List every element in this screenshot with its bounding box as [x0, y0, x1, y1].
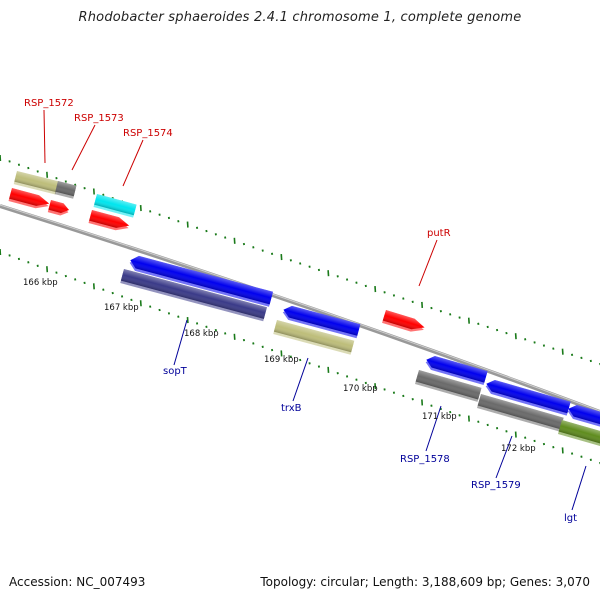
gene-label-rsp1572: RSP_1572 — [24, 98, 74, 109]
feature-red-arrow-1 — [8, 188, 50, 209]
kbp-label-170: 170 kbp — [343, 384, 378, 394]
leader-line-rsp1573 — [71, 124, 96, 171]
leader-line-sopt — [173, 319, 188, 366]
feature-red-arrow-2 — [47, 200, 70, 216]
feature-rsp1574-cyan — [93, 194, 137, 218]
feature-rsp1573-block — [54, 181, 77, 199]
feature-blue-arrow-5 — [567, 404, 600, 428]
gene-label-putr: putR — [427, 228, 451, 239]
gene-label-trxb: trxB — [281, 403, 302, 414]
chromosome-backbone — [0, 204, 600, 414]
leader-line-lgt — [571, 465, 587, 511]
kbp-label-166: 166 kbp — [23, 278, 58, 288]
leader-line-rsp1574 — [122, 139, 144, 187]
feature-blue-arrow-4 — [485, 379, 571, 416]
feature-sopt-block — [120, 269, 267, 322]
leader-line-rsp1572 — [43, 109, 46, 164]
leader-line-trxb — [292, 357, 309, 402]
kbp-label-171: 171 kbp — [422, 412, 457, 422]
accession-text: Accession: NC_007493 — [9, 575, 146, 589]
genome-summary-text: Topology: circular; Length: 3,188,609 bp… — [260, 575, 590, 589]
feature-lgt-block — [558, 420, 600, 447]
feature-rsp1579-block — [477, 394, 564, 432]
kbp-label-167: 167 kbp — [104, 303, 139, 313]
feature-blue-arrow-2 — [282, 305, 361, 339]
feature-red-arrow-3 — [88, 210, 130, 231]
feature-putr-arrow — [382, 310, 425, 332]
chromosome-backbone-highlight — [0, 204, 600, 412]
leader-line-putr — [418, 239, 438, 287]
tick-rows — [0, 154, 600, 465]
gene-label-sopt: sopT — [163, 366, 188, 377]
kbp-label-169: 169 kbp — [264, 355, 299, 365]
leader-line-rsp1578 — [425, 405, 442, 452]
feature-rsp1578-block — [415, 370, 482, 402]
feature-blue-arrow-3 — [425, 355, 488, 386]
gene-features — [8, 171, 600, 447]
gene-label-rsp1574: RSP_1574 — [123, 128, 173, 139]
gene-label-rsp1573: RSP_1573 — [74, 113, 124, 124]
gene-label-rsp1578: RSP_1578 — [400, 454, 450, 465]
leader-line-rsp1579 — [495, 435, 513, 479]
kbp-label-168: 168 kbp — [184, 329, 219, 339]
gene-label-lgt: lgt — [564, 513, 577, 524]
map-title: Rhodobacter sphaeroides 2.4.1 chromosome… — [78, 10, 522, 25]
feature-blue-arrow-1 — [129, 255, 274, 307]
kbp-label-172: 172 kbp — [501, 444, 536, 454]
gene-label-rsp1579: RSP_1579 — [471, 480, 521, 491]
feature-rsp1572-block — [13, 171, 59, 195]
feature-trxb-block — [273, 320, 355, 355]
